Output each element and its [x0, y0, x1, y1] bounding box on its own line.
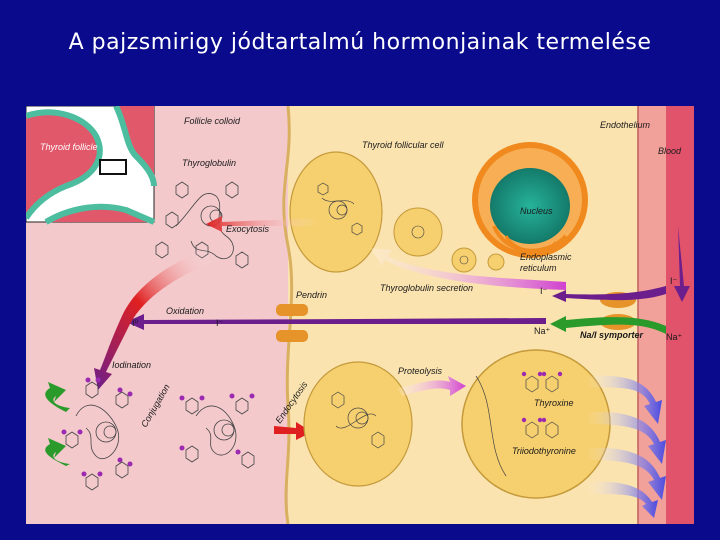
hormone-release-arrow-4: [586, 481, 658, 518]
endocytosis-arrow: [274, 422, 312, 440]
iodine-dots-middle: [179, 393, 255, 455]
thyroid-follicular-cell-label: Thyroid follicular cell: [362, 140, 445, 150]
exocytosis-label: Exocytosis: [226, 224, 270, 234]
endocytosis-vesicle: [303, 361, 413, 487]
proteolysis-label: Proteolysis: [398, 366, 443, 376]
iodide-left-label: I⁻: [216, 318, 224, 328]
proteolysis-arrow: [398, 376, 466, 396]
blood-vessel: [666, 106, 694, 524]
triiodothyronine-label: Triiodothyronine: [512, 446, 576, 456]
oxidation-label: Oxidation: [166, 306, 204, 316]
thyroglobulin-secretion-arrow: [370, 248, 566, 290]
exocytosis-vesicle: [289, 151, 383, 273]
endoplasmic-reticulum-label: Endoplasmic reticulum: [520, 252, 574, 273]
slide-title: A pajzsmirigy jódtartalmú hormonjainak t…: [68, 30, 652, 55]
er-line-2: reticulum: [520, 263, 557, 273]
golgi-vesicle-large: [393, 207, 443, 257]
er-line-1: Endoplasmic: [520, 252, 572, 262]
iodide-blood-label: I⁻: [670, 276, 678, 286]
iodinated-thyroglobulin: [65, 381, 129, 491]
thyroid-follicle-inset: Thyroid follicle: [26, 106, 157, 225]
hormone-release-arrow-1: [586, 375, 662, 424]
iodination-arrow: [94, 248, 212, 390]
thyroxine-label: Thyroxine: [534, 398, 574, 408]
blood-iodide-down-arrow: [674, 226, 690, 302]
green-arrow-lower: [45, 438, 70, 466]
golgi-vesicle-small: [487, 253, 505, 271]
blood-label: Blood: [658, 146, 682, 156]
hormone-release-arrow-2: [586, 411, 666, 464]
endothelium-label: Endothelium: [600, 120, 651, 130]
iodine-dots-left: [61, 377, 133, 477]
iodide-cell-label: I⁻: [540, 286, 548, 296]
thyroglobulin-secretion-label: Thyroglobulin secretion: [380, 283, 473, 293]
sodium-arrow: [550, 316, 666, 334]
iodide-efflux-arrow: [126, 314, 546, 330]
exocytosis-arrow: [206, 216, 320, 232]
green-arrow-upper: [45, 382, 70, 412]
hormone-release-arrow-3: [586, 447, 666, 500]
thyroglobulin-label: Thyroglobulin: [182, 158, 236, 168]
iodide-uptake-arrow: [552, 286, 666, 302]
sodium-cell-label: Na⁺: [534, 326, 551, 336]
iodine-label: I⁰: [132, 318, 139, 328]
nucleus-label: Nucleus: [520, 206, 553, 216]
iodine-dots-lysosome: [521, 371, 563, 423]
thyroid-follicle-label: Thyroid follicle: [40, 142, 98, 152]
conjugated-thyroglobulin: [185, 397, 255, 469]
pendrin-label: Pendrin: [296, 290, 327, 300]
sodium-blood-label: Na⁺: [666, 332, 683, 342]
pendrin-channel: [276, 304, 308, 342]
follicle-colloid-label: Follicle colloid: [184, 116, 241, 126]
iodination-label: Iodination: [112, 360, 151, 370]
nucleus-body: [472, 142, 588, 258]
nai-symporter-label: Na/I symporter: [580, 330, 644, 340]
thyroid-hormone-diagram: Thyroid follicle Follicle colloid Thyrog…: [26, 106, 694, 524]
golgi-vesicle-medium: [451, 247, 477, 273]
